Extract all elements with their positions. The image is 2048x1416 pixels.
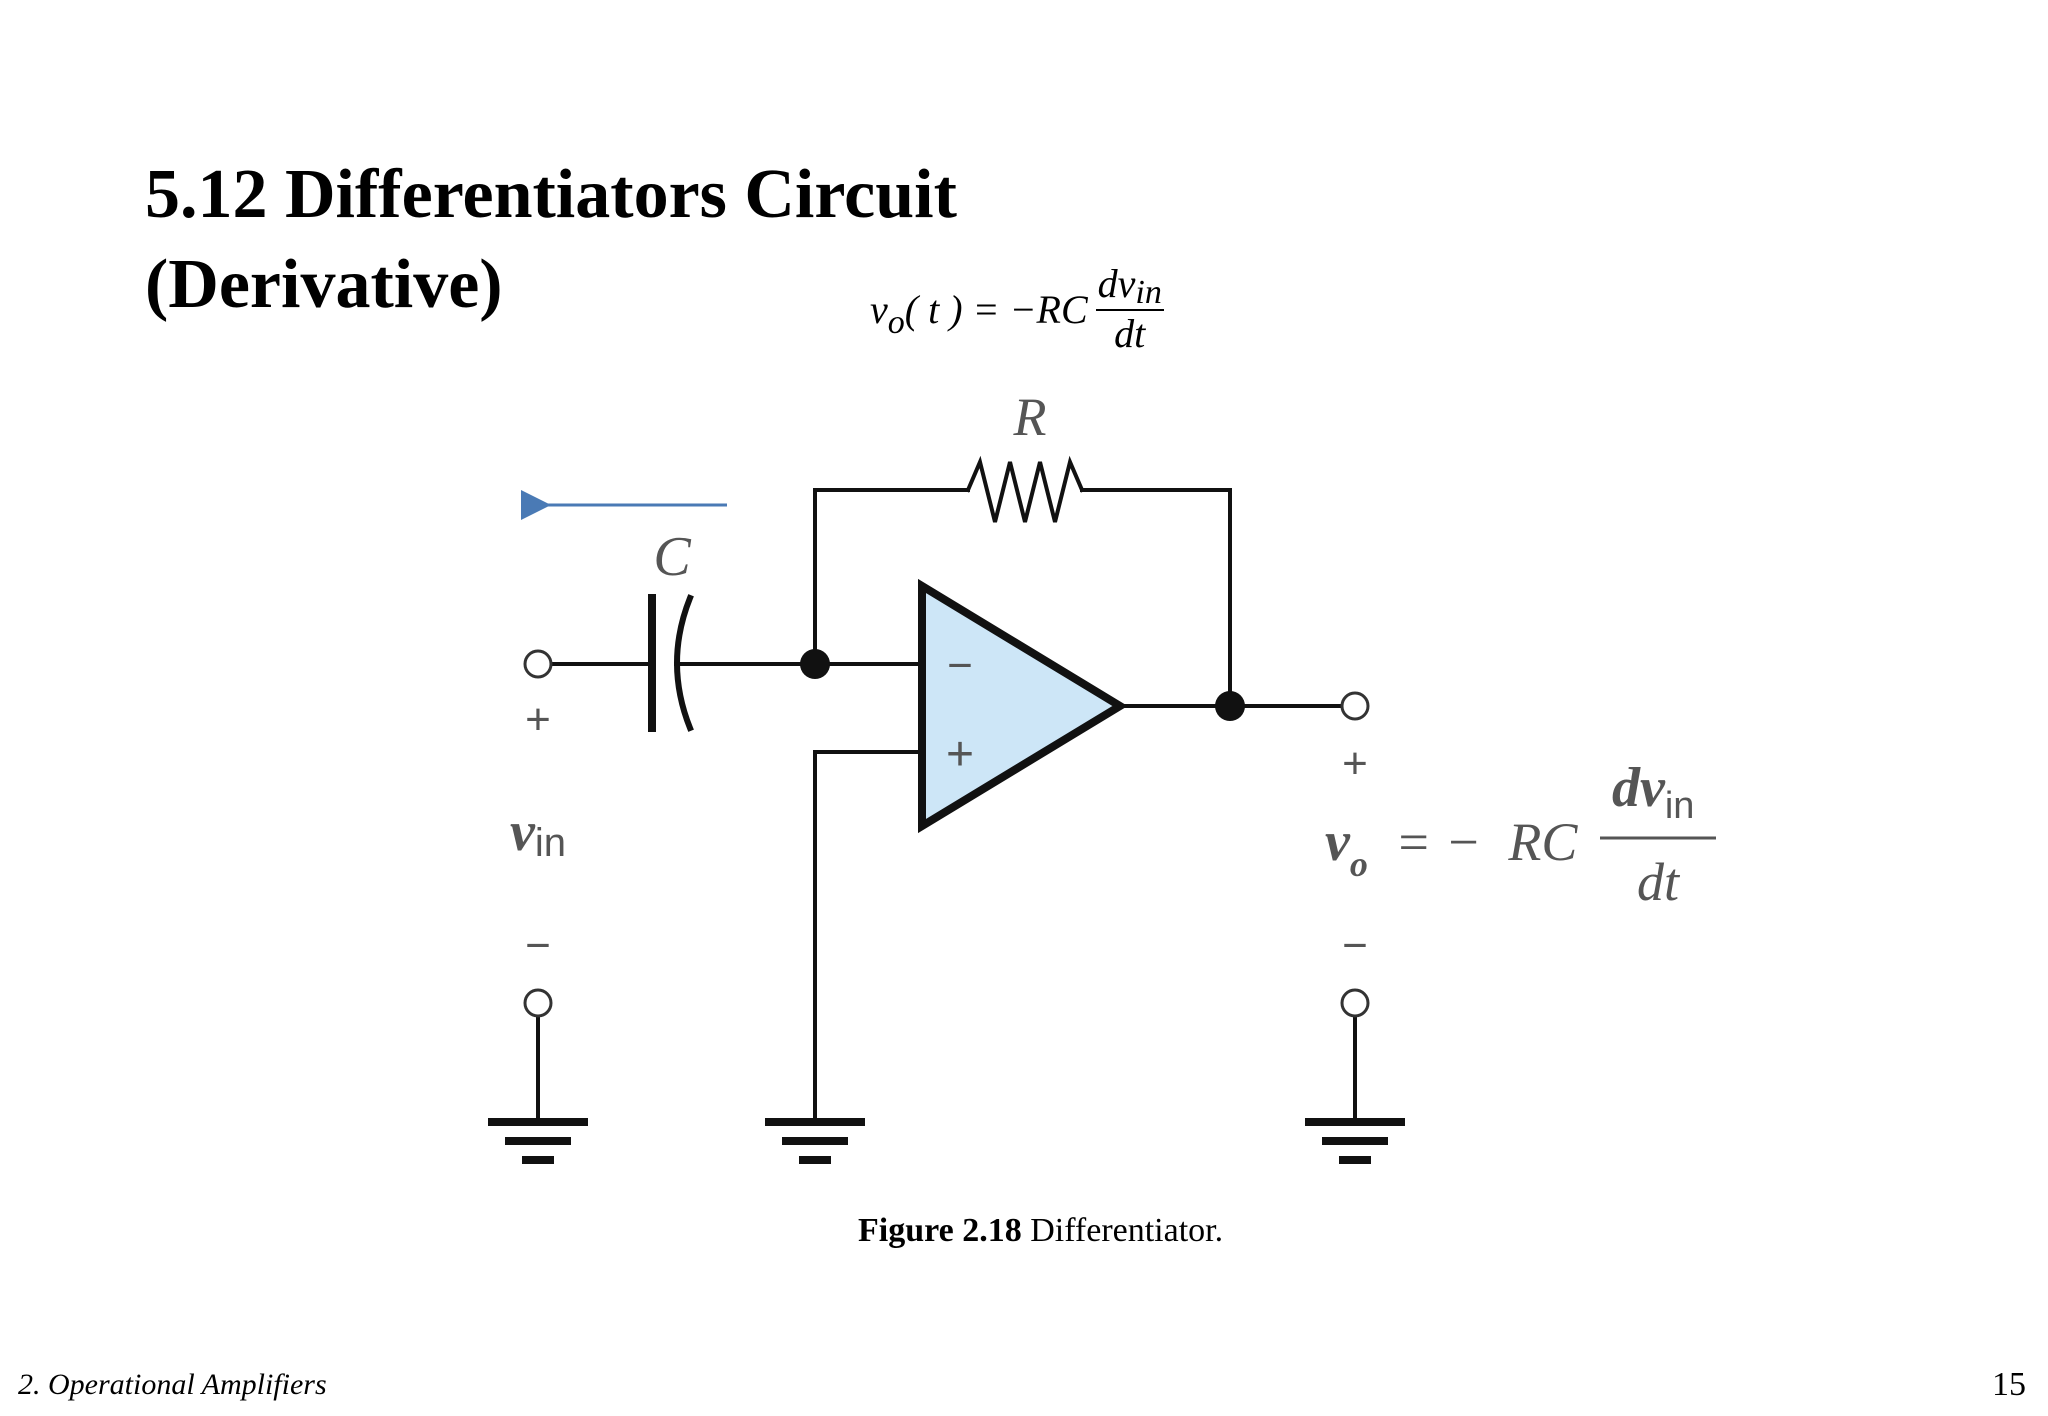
vin-minus-label: −	[525, 921, 551, 970]
footer-chapter: 2. Operational Amplifiers	[18, 1368, 327, 1401]
formula-v-subscript: o	[887, 304, 905, 341]
vin-plus-label: +	[525, 695, 551, 744]
vin-label: vin	[510, 801, 566, 865]
formula-v: v	[870, 287, 888, 332]
terminal-vo-minus	[1340, 988, 1370, 1018]
vo-plus-label: +	[1342, 739, 1368, 788]
vo-v: v	[1325, 811, 1351, 873]
vo-num-subscript: in	[1665, 785, 1695, 827]
formula-denominator: dt	[1114, 311, 1146, 356]
resistor-label: R	[1013, 387, 1047, 447]
page-number: 15	[1992, 1366, 2026, 1403]
ground-symbol-noninverting	[765, 1118, 865, 1164]
vo-num-dv: dv	[1612, 757, 1666, 819]
figure-label: Figure 2.18	[858, 1212, 1022, 1249]
ground-symbol-vo	[1305, 1118, 1405, 1164]
vo-numerator: dvin	[1612, 757, 1694, 827]
vo-denominator: dt	[1637, 852, 1681, 912]
terminal-vin-minus	[523, 988, 553, 1018]
formula-num-dv: dv	[1097, 261, 1136, 306]
formula-fraction: dvin dt	[1095, 261, 1164, 357]
vo-subscript: o	[1350, 844, 1368, 884]
opamp-minus-label: −	[947, 641, 973, 690]
slide-title-line-1: 5.12 Differentiators Circuit	[145, 156, 957, 233]
resistor-zigzag	[965, 455, 1085, 523]
slide-title: 5.12 Differentiators Circuit (Derivative…	[145, 150, 957, 330]
terminal-vin-plus	[523, 649, 553, 679]
vin-v: v	[510, 801, 536, 863]
terminal-vo-plus	[1340, 691, 1370, 721]
junction-node-output	[1215, 691, 1245, 721]
opamp-plus-label: +	[946, 728, 974, 781]
ground-symbol-vin	[488, 1118, 588, 1164]
formula-arg: ( t ) = −RC	[904, 287, 1088, 332]
capacitor-label: C	[653, 526, 691, 588]
figure-caption-text: Differentiator.	[1030, 1212, 1224, 1249]
formula-num-subscript: in	[1135, 274, 1162, 311]
vin-subscript: in	[535, 821, 566, 865]
opamp-triangle	[918, 578, 1128, 834]
vo-equals-rc: = − RC	[1395, 812, 1578, 872]
vo-minus-label: −	[1342, 921, 1368, 970]
junction-node-input	[800, 649, 830, 679]
slide-title-line-2: (Derivative)	[145, 246, 503, 323]
formula-numerator: dvin	[1095, 261, 1164, 311]
figure-caption: Figure 2.18 Differentiator.	[858, 1212, 1223, 1250]
vo-label: vo	[1325, 811, 1368, 884]
